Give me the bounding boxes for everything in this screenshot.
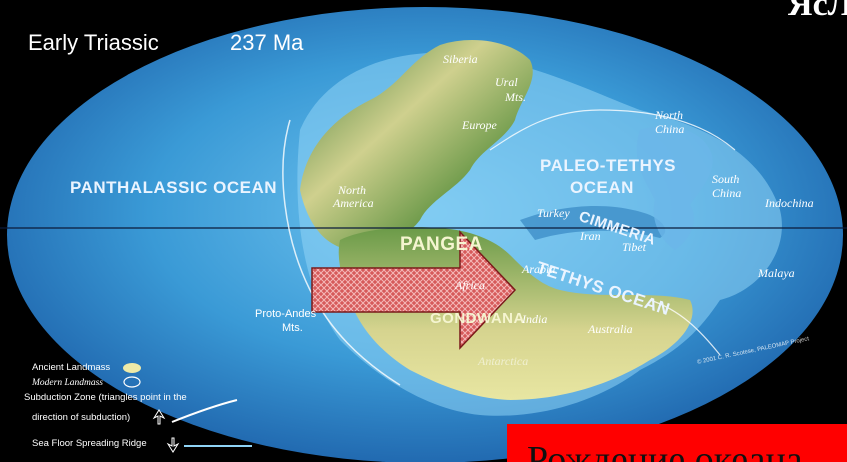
label-turkey: Turkey xyxy=(537,206,570,220)
label-south-china: South xyxy=(712,172,740,186)
label-tibet: Tibet xyxy=(622,240,647,254)
legend-subduction-2: direction of subduction) xyxy=(32,412,131,423)
plate-boundary xyxy=(489,109,736,151)
label-proto-andes: Proto-Andes xyxy=(255,308,317,320)
modern-swatch-icon xyxy=(123,376,141,388)
label-gondwana: GONDWANA xyxy=(430,310,525,327)
map-age: 237 Ma xyxy=(230,30,304,55)
legend-subduction: Subduction Zone (triangles point in the xyxy=(24,392,187,403)
legend-ancient: Ancient Landmass xyxy=(32,362,111,373)
plate-boundary xyxy=(649,299,721,356)
label-north-america-2: America xyxy=(333,196,374,210)
label-antarctica: Antarctica xyxy=(478,354,529,368)
label-africa: Africa xyxy=(455,278,485,292)
china-blocks xyxy=(636,126,713,250)
label-australia: Australia xyxy=(588,322,633,336)
label-indochina: Indochina xyxy=(765,196,814,210)
map-legend: Ancient Landmass Modern Landmass Subduct… xyxy=(22,360,252,460)
map-title: Early Triassic xyxy=(28,30,159,55)
label-north-america: North xyxy=(338,183,367,197)
ocean-birth-banner: Рождение океана xyxy=(507,424,847,462)
ancient-swatch-icon xyxy=(123,363,141,373)
label-proto-andes-mts: Mts. xyxy=(282,322,303,334)
label-north-china-2: China xyxy=(655,122,685,136)
label-panthalassic: PANTHALASSIC OCEAN xyxy=(70,178,278,197)
direction-arrow xyxy=(311,230,517,350)
label-ural: Ural xyxy=(495,75,518,89)
laurasia-landmass xyxy=(300,40,533,251)
legend-modern: Modern Landmass xyxy=(32,378,103,388)
label-europe: Europe xyxy=(462,118,497,132)
label-pangea: PANGEA xyxy=(400,234,483,255)
legend-symbols xyxy=(123,363,252,453)
label-south-china-2: China xyxy=(712,186,742,200)
label-india: India xyxy=(522,312,548,326)
label-arabia: Arabia xyxy=(522,262,556,276)
label-malaya: Malaya xyxy=(758,266,795,280)
legend-ridge: Sea Floor Spreading Ridge xyxy=(32,438,147,449)
subduction-line-icon xyxy=(171,399,238,423)
plate-boundary xyxy=(282,119,401,386)
ridge-arrow-icon xyxy=(166,437,180,453)
label-paleo-tethys-ocean: OCEAN xyxy=(570,178,634,197)
corner-fragment: ЯсЛ xyxy=(788,0,847,23)
banner-text: Рождение океана xyxy=(527,439,803,462)
label-paleo-tethys: PALEO-TETHYS xyxy=(540,156,677,175)
label-north-china: North xyxy=(655,108,684,122)
label-ural-mts: Mts. xyxy=(505,90,526,104)
subduction-arrow-icon xyxy=(152,409,166,425)
label-iran: Iran xyxy=(580,229,601,243)
label-siberia: Siberia xyxy=(443,52,478,66)
cimmeria-landmass xyxy=(520,205,666,240)
